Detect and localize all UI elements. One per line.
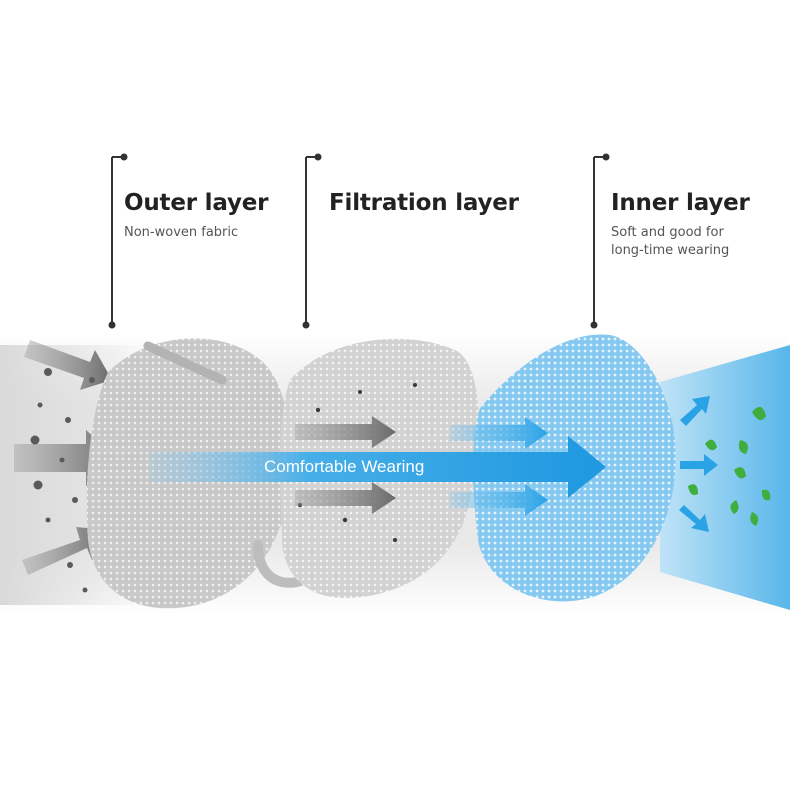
pollution-particle-icon <box>342 517 348 523</box>
leaf-icon <box>752 406 766 421</box>
callout-pointers <box>108 153 610 329</box>
airflow-arrow-icon <box>680 454 718 476</box>
inner-layer-subtitle: Soft and good for long-time wearing <box>611 224 750 260</box>
pollution-particle-icon <box>72 497 78 503</box>
pollution-particle-icon <box>65 417 71 423</box>
filtration-layer-title: Filtration layer <box>329 190 519 216</box>
outgoing-airflow-arrows <box>679 396 718 532</box>
pollution-particle-icon <box>358 390 362 394</box>
pollution-particle-icon <box>315 407 321 413</box>
pollution-particle-icon <box>44 368 52 376</box>
callout-outer-layer: Outer layer Non-woven fabric <box>124 190 269 242</box>
callout-pointer-icon <box>590 153 610 329</box>
outer-layer-subtitle: Non-woven fabric <box>124 225 239 240</box>
clean-air-haze <box>660 345 790 610</box>
callout-pointer-icon <box>302 153 322 329</box>
leaf-icon <box>705 439 717 451</box>
airflow-arrow-icon <box>679 505 709 532</box>
pollution-particle-icon <box>82 587 88 593</box>
pollution-particle-icon <box>33 480 43 490</box>
pollution-particle-icon <box>413 383 417 387</box>
comfortable-wearing-arrow <box>150 436 606 498</box>
leaf-icon <box>738 440 748 454</box>
leaves <box>688 406 771 526</box>
airflow-arrow-icon <box>680 396 710 426</box>
airflow-arrow-icon <box>295 416 396 448</box>
inner-layer-subtitle-line2: long-time wearing <box>611 243 730 258</box>
leaf-icon <box>761 489 771 501</box>
airflow-arrow-icon <box>22 527 108 575</box>
comfortable-wearing-label: Comfortable Wearing <box>264 457 425 476</box>
airflow-arrow-icon <box>450 417 548 449</box>
leaf-icon <box>734 467 746 479</box>
airflow-arrow-icon <box>450 484 548 516</box>
nose-wire <box>143 341 227 385</box>
pollution-particle-icon <box>30 435 40 445</box>
pollution-particle-icon <box>45 517 51 523</box>
leaf-icon <box>730 500 739 514</box>
inner-layer-subtitle-line1: Soft and good for <box>611 225 724 240</box>
airflow-arrow-icon <box>295 482 396 514</box>
outer-layer-title: Outer layer <box>124 190 269 216</box>
pollution-particle-icon <box>393 538 397 542</box>
leaf-icon <box>688 484 698 495</box>
callout-filtration-layer: Filtration layer <box>329 190 519 216</box>
inner-layer-title: Inner layer <box>611 190 750 216</box>
airflow-arrow-icon <box>24 340 112 390</box>
callout-inner-layer: Inner layer Soft and good for long-time … <box>611 190 750 260</box>
pollution-particle-icon <box>89 377 95 383</box>
pollution-particles <box>30 368 95 593</box>
pollution-particle-icon <box>59 457 65 463</box>
pollution-particle-icon <box>67 562 73 568</box>
pollution-particle-icon <box>37 402 43 408</box>
callout-pointer-icon <box>108 153 128 329</box>
leaf-icon <box>750 512 759 526</box>
